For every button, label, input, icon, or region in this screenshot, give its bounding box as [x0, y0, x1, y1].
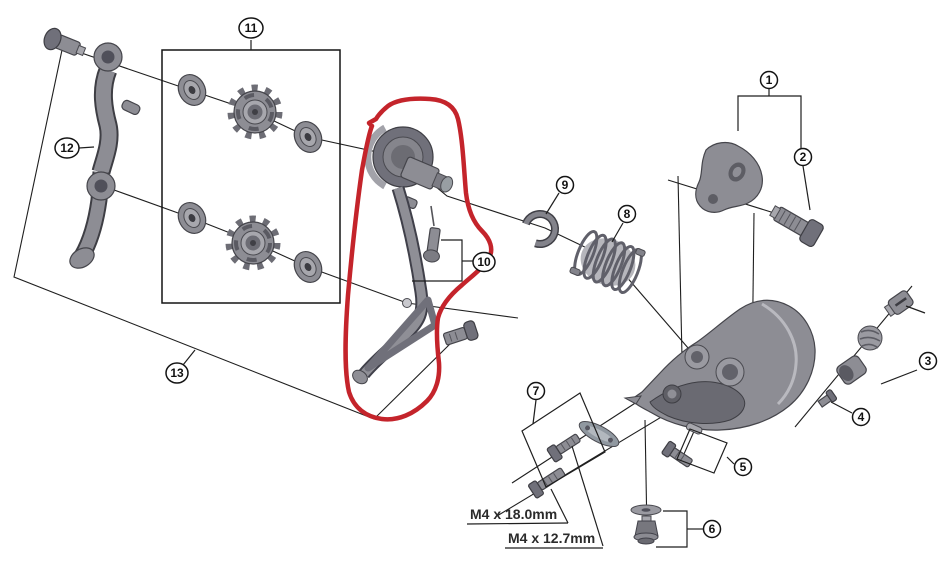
inner-plate-assembly: [352, 124, 454, 385]
pulley-assembly-bottom: [177, 202, 323, 283]
mount-bolt: [769, 205, 824, 248]
blade-loop: [364, 296, 439, 372]
axis-lines: [13, 44, 913, 534]
pulley-teeth: [225, 215, 281, 271]
cage-stop-bolt: [442, 320, 479, 346]
svg-text:9: 9: [562, 178, 569, 192]
dimension-note-m4x18: M4 x 18.0mm: [470, 506, 557, 522]
svg-text:4: 4: [858, 410, 865, 424]
callout-1: 1: [759, 70, 779, 90]
callout-3: 3: [918, 351, 938, 371]
leader-lines: [78, 40, 926, 549]
main-body: [623, 299, 816, 431]
plate-bolt: [43, 27, 87, 57]
callout-7: 7: [526, 381, 546, 401]
washer-and-bolt: [630, 504, 662, 545]
callout-10: 10: [472, 251, 496, 273]
svg-text:1: 1: [766, 73, 773, 87]
callout-2: 2: [793, 147, 813, 167]
callout-8: 8: [617, 204, 637, 224]
assembly-13-outline: [13, 49, 453, 420]
callout-13: 13: [165, 362, 189, 384]
outer-plate: [69, 42, 141, 269]
callout-5: 5: [733, 457, 753, 477]
svg-text:6: 6: [709, 522, 716, 536]
svg-text:3: 3: [925, 354, 932, 368]
svg-text:2: 2: [800, 150, 807, 164]
callout-6: 6: [702, 519, 722, 539]
svg-text:5: 5: [740, 460, 747, 474]
red-highlight-loop: [343, 96, 494, 422]
c-clip: [521, 210, 559, 249]
plate-axle: [400, 156, 454, 193]
svg-text:12: 12: [60, 141, 74, 155]
svg-text:11: 11: [245, 21, 258, 35]
pulley-assembly-top: [177, 74, 323, 153]
svg-text:13: 13: [170, 366, 184, 380]
b-tension-screw: [817, 389, 838, 408]
pulley-teeth: [227, 84, 283, 140]
bracket-link-line-left: [677, 175, 683, 358]
dimension-note-m4x12: M4 x 12.7mm: [508, 530, 595, 546]
svg-text:10: 10: [477, 255, 491, 269]
callout-11: 11: [238, 17, 264, 39]
callout-9: 9: [555, 175, 575, 195]
svg-text:8: 8: [624, 207, 631, 221]
callout-12: 12: [54, 137, 80, 159]
callouts: 1 2 3 4 5 6 7 8: [54, 17, 938, 539]
plate-screw: [423, 227, 441, 263]
adjuster-parts: [836, 290, 914, 385]
svg-text:7: 7: [533, 384, 540, 398]
bracket-axle-unit: [695, 141, 763, 213]
callout-4: 4: [851, 407, 871, 427]
cage-plate: [578, 420, 620, 448]
plate-guard: [364, 124, 387, 190]
main-exploded-axis: [57, 44, 696, 357]
pin-and-bolt: [661, 422, 703, 468]
plate-peg: [121, 99, 141, 116]
